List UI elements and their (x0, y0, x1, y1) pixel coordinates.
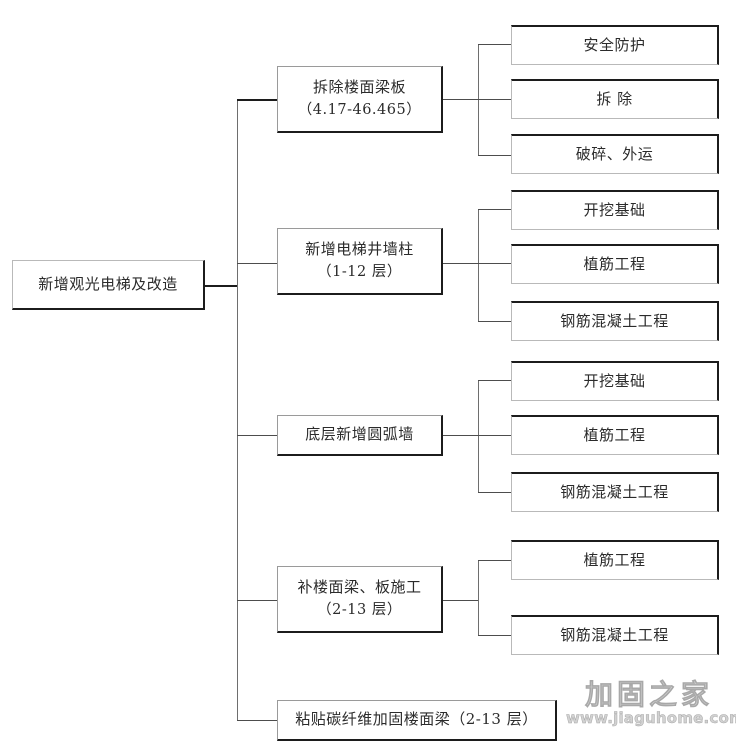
node-leaf-4-1[interactable]: 植筋工程 (511, 540, 719, 580)
node-leaf-3-1-label: 开挖基础 (583, 371, 646, 390)
connector-branch-4-stub (443, 600, 479, 601)
node-leaf-4-1-label: 植筋工程 (583, 550, 646, 569)
node-branch-2[interactable]: 新增电梯井墙柱 （1-12 层） (277, 228, 443, 295)
node-root[interactable]: 新增观光电梯及改造 (12, 260, 205, 310)
connector-branch-4-child-1 (478, 560, 511, 561)
connector-branch-1-child-1 (478, 44, 511, 45)
node-leaf-1-1[interactable]: 安全防护 (511, 25, 719, 65)
node-leaf-3-3[interactable]: 钢筋混凝土工程 (511, 472, 719, 512)
watermark: 加固之家 www.jiaguhome.com (566, 678, 736, 728)
node-leaf-2-3[interactable]: 钢筋混凝土工程 (511, 301, 719, 341)
connector-branch-3-stub (443, 435, 479, 436)
connector-root-stub (205, 285, 238, 287)
connector-branch-3-child-2 (478, 435, 511, 436)
node-branch-1[interactable]: 拆除楼面梁板 （4.17-46.465） (277, 66, 443, 133)
node-branch-3-line1: 底层新增圆弧墙 (305, 425, 414, 444)
connector-branch-2-child-2 (478, 263, 511, 264)
node-leaf-2-2[interactable]: 植筋工程 (511, 244, 719, 284)
connector-sub-trunk-4 (478, 560, 479, 635)
connector-trunk-to-branch-1 (237, 99, 278, 101)
watermark-url: www.jiaguhome.com (566, 709, 736, 728)
node-branch-1-line2: （4.17-46.465） (297, 102, 422, 119)
node-branch-4-line2: （2-13 层） (317, 602, 402, 619)
node-branch-2-line1: 新增电梯井墙柱 (305, 240, 414, 259)
node-leaf-3-3-label: 钢筋混凝土工程 (560, 482, 669, 501)
node-leaf-1-2[interactable]: 拆 除 (511, 79, 719, 119)
connector-branch-3-child-3 (478, 492, 511, 493)
node-root-label: 新增观光电梯及改造 (38, 274, 178, 293)
node-branch-4-line1: 补楼面梁、板施工 (297, 578, 422, 597)
node-branch-3[interactable]: 底层新增圆弧墙 (277, 415, 443, 456)
connector-sub-trunk-3 (478, 380, 479, 492)
connector-branch-2-stub (443, 263, 479, 264)
connector-sub-trunk-2 (478, 209, 479, 321)
connector-main-trunk (237, 99, 238, 720)
connector-branch-1-child-3 (478, 155, 511, 156)
node-leaf-1-3[interactable]: 破碎、外运 (511, 134, 719, 174)
node-branch-5-line1: 粘贴碳纤维加固楼面梁（2-13 层） (295, 710, 538, 729)
connector-branch-2-child-3 (478, 321, 511, 322)
node-leaf-3-1[interactable]: 开挖基础 (511, 361, 719, 401)
node-leaf-4-2[interactable]: 钢筋混凝土工程 (511, 615, 719, 655)
node-leaf-3-2[interactable]: 植筋工程 (511, 415, 719, 455)
connector-trunk-to-branch-4 (237, 600, 278, 601)
connector-trunk-to-branch-2 (237, 263, 278, 264)
node-leaf-1-2-label: 拆 除 (596, 89, 633, 108)
node-leaf-3-2-label: 植筋工程 (583, 425, 646, 444)
node-branch-4[interactable]: 补楼面梁、板施工 （2-13 层） (277, 566, 443, 633)
node-leaf-1-3-label: 破碎、外运 (575, 144, 654, 163)
node-branch-1-line1: 拆除楼面梁板 (312, 78, 406, 97)
node-leaf-2-2-label: 植筋工程 (583, 254, 646, 273)
connector-branch-4-child-2 (478, 635, 511, 636)
node-branch-5[interactable]: 粘贴碳纤维加固楼面梁（2-13 层） (277, 700, 557, 741)
node-leaf-2-1-label: 开挖基础 (583, 200, 646, 219)
node-branch-2-line2: （1-12 层） (317, 264, 402, 281)
connector-branch-1-stub (443, 99, 479, 100)
node-leaf-4-2-label: 钢筋混凝土工程 (560, 625, 669, 644)
node-leaf-2-1[interactable]: 开挖基础 (511, 190, 719, 230)
watermark-brand: 加固之家 (584, 678, 713, 711)
connector-trunk-to-branch-5 (237, 720, 278, 721)
node-leaf-2-3-label: 钢筋混凝土工程 (560, 311, 669, 330)
connector-trunk-to-branch-3 (237, 435, 278, 436)
connector-branch-3-child-1 (478, 380, 511, 381)
node-leaf-1-1-label: 安全防护 (583, 35, 646, 54)
connector-branch-1-child-2 (478, 99, 511, 100)
connector-branch-2-child-1 (478, 209, 511, 210)
